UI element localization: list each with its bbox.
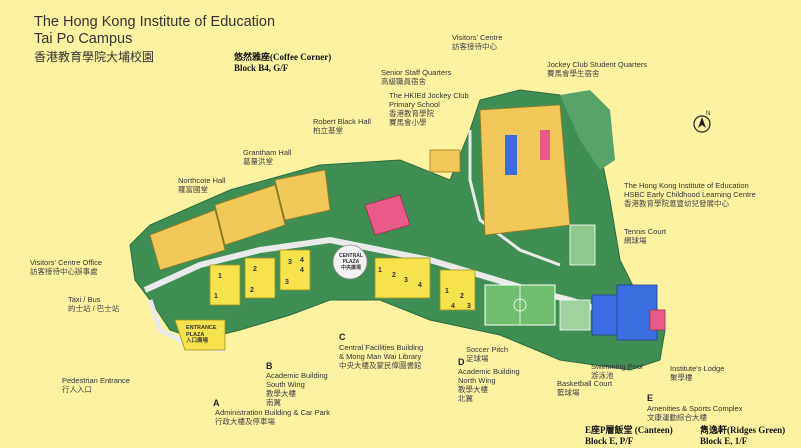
swimming-pool[interactable]	[591, 294, 618, 336]
block-number: 2	[392, 272, 396, 279]
label-early-childhood-centre: The Hong Kong Institute of Education HSB…	[624, 181, 756, 208]
central-facilities-building[interactable]	[374, 257, 431, 299]
block-letter-c: C	[339, 332, 346, 342]
block-number: 3	[285, 279, 289, 286]
map-title: The Hong Kong Institute of Education Tai…	[34, 14, 276, 64]
ridges-green-label: 雋逸軒(Ridges Green) Block E, 1/F	[700, 425, 786, 446]
block-letter-b: B	[266, 361, 273, 371]
basketball-court[interactable]	[559, 299, 591, 331]
block-letter-d: D	[458, 357, 465, 367]
entrance-plaza[interactable]	[174, 319, 226, 351]
block-number: 3	[288, 259, 292, 266]
block-letter-a: A	[213, 398, 220, 408]
east-hillside	[560, 90, 615, 170]
canteen-label: E座P層飯堂 (Canteen) Block E, P/F	[585, 425, 673, 446]
academic-north-wing[interactable]	[439, 269, 476, 311]
label-central-facilities: Central Facilities Building & Mong Man W…	[339, 343, 424, 370]
block-number: 1	[218, 273, 222, 280]
block-number: 2	[250, 287, 254, 294]
robert-black-hall[interactable]	[274, 169, 331, 221]
block-number: 4	[451, 303, 455, 310]
block-number: 1	[445, 288, 449, 295]
academic-south-wing[interactable]	[209, 249, 311, 306]
institutes-lodge[interactable]	[649, 309, 666, 331]
block-number: 2	[253, 266, 257, 273]
block-number: 1	[378, 267, 382, 274]
block-number: 4	[418, 282, 422, 289]
block-number: 3	[404, 277, 408, 284]
block-number: 2	[460, 293, 464, 300]
tennis-court[interactable]	[569, 224, 596, 266]
soccer-pitch[interactable]	[484, 284, 556, 326]
compass-icon	[693, 115, 711, 133]
block-number: 1	[214, 293, 218, 300]
central-plaza[interactable]	[332, 244, 368, 280]
compass-label: N	[706, 111, 711, 117]
block-number: 4	[300, 257, 304, 264]
coffee-corner-label: 悠然雅座(Coffee Corner) Block B4, G/F	[234, 52, 332, 73]
grantham-hall[interactable]	[214, 184, 286, 246]
block-letter-e: E	[647, 393, 654, 403]
primary-school[interactable]	[364, 194, 411, 236]
jockey-club-student-quarters[interactable]	[479, 104, 571, 236]
block-number: 3	[467, 303, 471, 310]
senior-staff-quarters[interactable]	[429, 149, 461, 173]
hill-road	[468, 130, 561, 267]
northcote-hall[interactable]	[149, 209, 226, 271]
block-number: 4	[300, 267, 304, 274]
